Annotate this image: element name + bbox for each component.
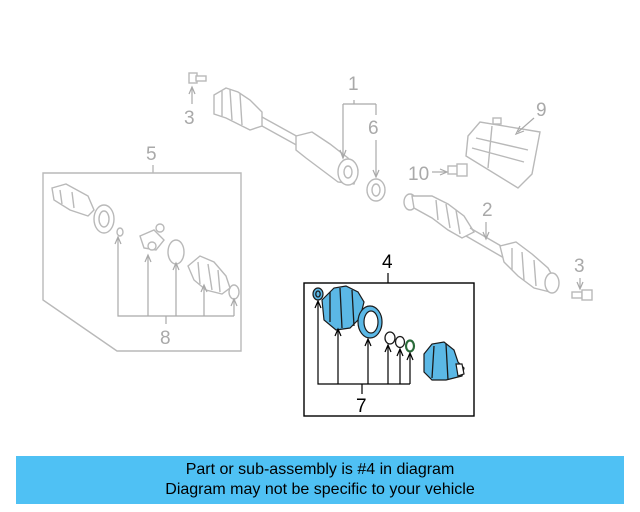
- callout-1: 1: [348, 74, 359, 95]
- callout-10: 10: [408, 164, 429, 185]
- seal-ring-6: [366, 178, 386, 202]
- banner-line-1: Part or sub-assembly is #4 in diagram: [185, 461, 455, 478]
- axle-shaft-lower: [403, 193, 593, 301]
- bracket-9: [465, 117, 541, 189]
- callout-2: 2: [482, 200, 493, 221]
- info-banner: Part or sub-assembly is #4 in diagram Di…: [16, 456, 624, 504]
- callout-7: 7: [356, 396, 367, 417]
- bolt-upper-left: [188, 72, 207, 84]
- callout-9: 9: [536, 100, 547, 121]
- axle-shaft-upper: [188, 72, 359, 186]
- cv-joint-kit-highlighted: [312, 285, 465, 381]
- bolt-10: [447, 163, 468, 177]
- callout-8: 8: [160, 328, 171, 349]
- callout-6: 6: [368, 118, 379, 139]
- inset-box-5: [42, 165, 242, 352]
- circlip: [384, 331, 396, 345]
- callout-4: 4: [382, 252, 393, 273]
- callout-3-lower: 3: [574, 256, 585, 277]
- clamp-ring-small: [312, 287, 324, 301]
- callout-5: 5: [146, 144, 157, 165]
- callout-3-upper: 3: [184, 108, 195, 129]
- banner-line-2: Diagram may not be specific to your vehi…: [165, 481, 475, 498]
